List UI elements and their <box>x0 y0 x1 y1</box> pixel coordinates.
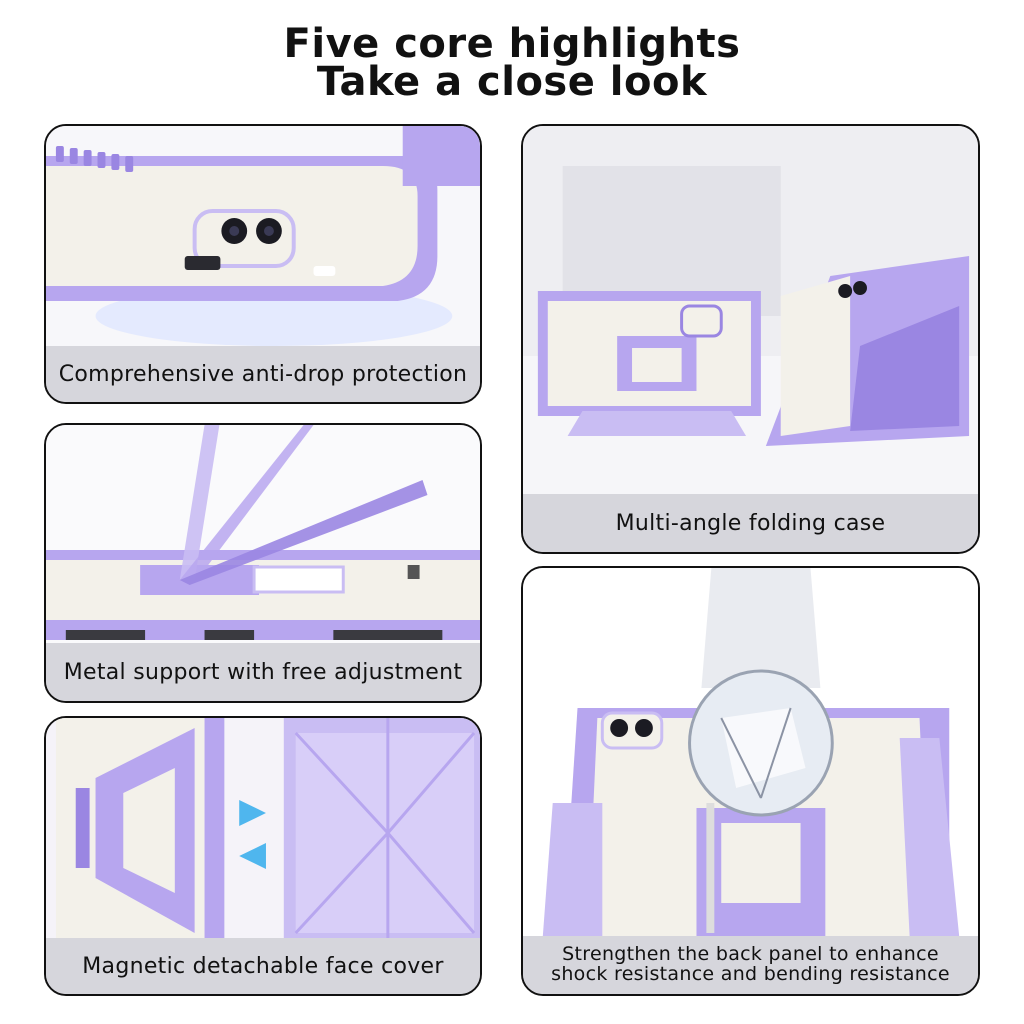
folding-product-image <box>523 126 978 496</box>
card-magnetic: Magnetic detachable face cover <box>44 716 482 996</box>
headline-line-2: Take a close look <box>316 59 708 105</box>
card-anti-drop: Comprehensive anti-drop protection <box>44 124 482 404</box>
card-metal-support: Metal support with free adjustment <box>44 423 482 703</box>
card-back-panel: Strengthen the back panel to enhance sho… <box>521 566 980 996</box>
caption-back-panel-line-2: shock resistance and bending resistance <box>551 963 950 985</box>
metal-support-image <box>46 425 480 645</box>
caption-folding: Multi-angle folding case <box>523 494 978 552</box>
magnetic-cover-image <box>46 718 480 940</box>
caption-anti-drop: Comprehensive anti-drop protection <box>46 346 480 402</box>
anti-drop-product-image <box>46 126 480 348</box>
caption-back-panel: Strengthen the back panel to enhance sho… <box>523 936 978 994</box>
card-folding: Multi-angle folding case <box>521 124 980 554</box>
caption-back-panel-line-1: Strengthen the back panel to enhance <box>562 943 939 966</box>
headline-line-1: Five core highlights <box>283 21 741 67</box>
caption-magnetic: Magnetic detachable face cover <box>46 938 480 994</box>
back-panel-image <box>523 568 978 936</box>
caption-metal-support: Metal support with free adjustment <box>46 643 480 701</box>
